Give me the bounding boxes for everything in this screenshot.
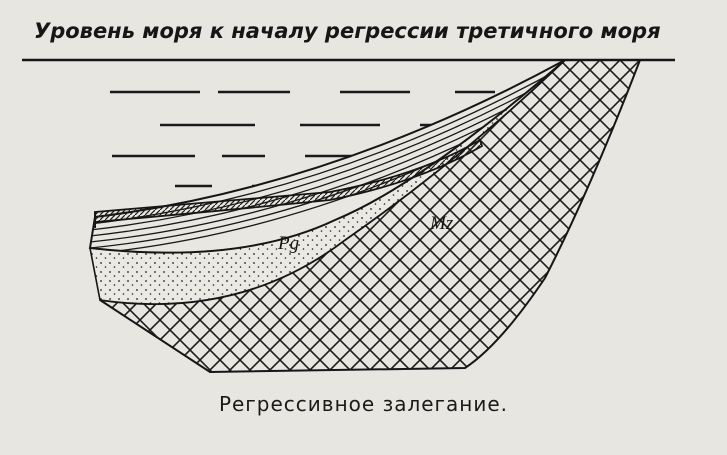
hatched-cap-layer: [94, 138, 484, 223]
figure-caption: Регрессивное залегание.: [218, 392, 509, 416]
mesozoic-label: Mz: [429, 213, 454, 234]
paleogene-label: Pg: [277, 233, 299, 254]
sea-level-label: Уровень моря к началу регрессии третично…: [34, 19, 661, 43]
